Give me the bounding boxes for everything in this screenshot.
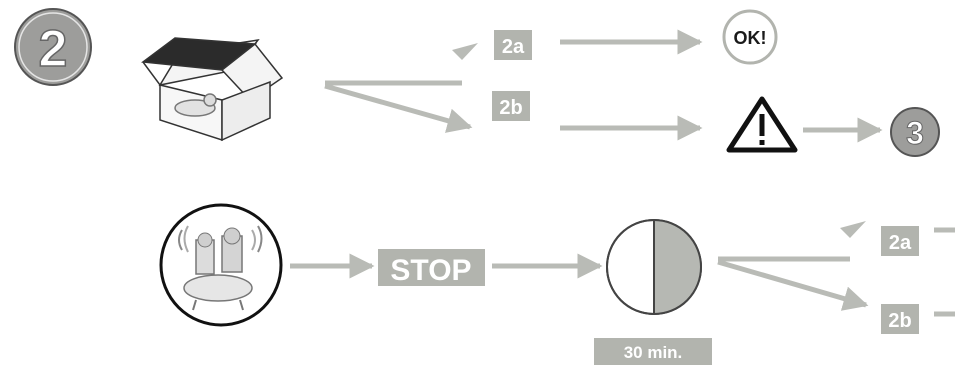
label-2b-bottom: 2b [881,304,919,334]
arrowhead-to-2a-bottom [840,221,866,238]
arrow-to-2b [324,83,473,133]
arrow-to-2b-bottom [717,259,869,311]
open-box-icon [141,37,284,142]
label-2a-bottom-text: 2a [889,232,912,254]
label-2a-text: 2a [502,36,525,58]
step-3-badge: 3 [890,107,940,157]
step-2-badge: 2 [14,8,92,86]
arrowhead-to-2a [452,43,478,60]
ok-badge: OK! [722,9,778,65]
warning-triangle-icon [726,96,798,153]
label-2a-top: 2a [494,30,532,60]
duration-label: 30 min. [594,338,712,365]
step-3-text: 3 [906,115,924,151]
running-compressor-icon [159,203,283,327]
step-number: 2 [39,20,68,78]
duration-text: 30 min. [624,343,683,362]
label-2b-top: 2b [492,91,530,121]
stop-label: STOP [378,249,485,287]
label-2a-bottom: 2a [881,226,919,256]
label-2b-bottom-text: 2b [888,310,911,332]
label-2b-text: 2b [499,97,522,119]
ok-text: OK! [734,28,767,48]
stop-text: STOP [390,254,471,287]
timer-icon [606,219,702,315]
